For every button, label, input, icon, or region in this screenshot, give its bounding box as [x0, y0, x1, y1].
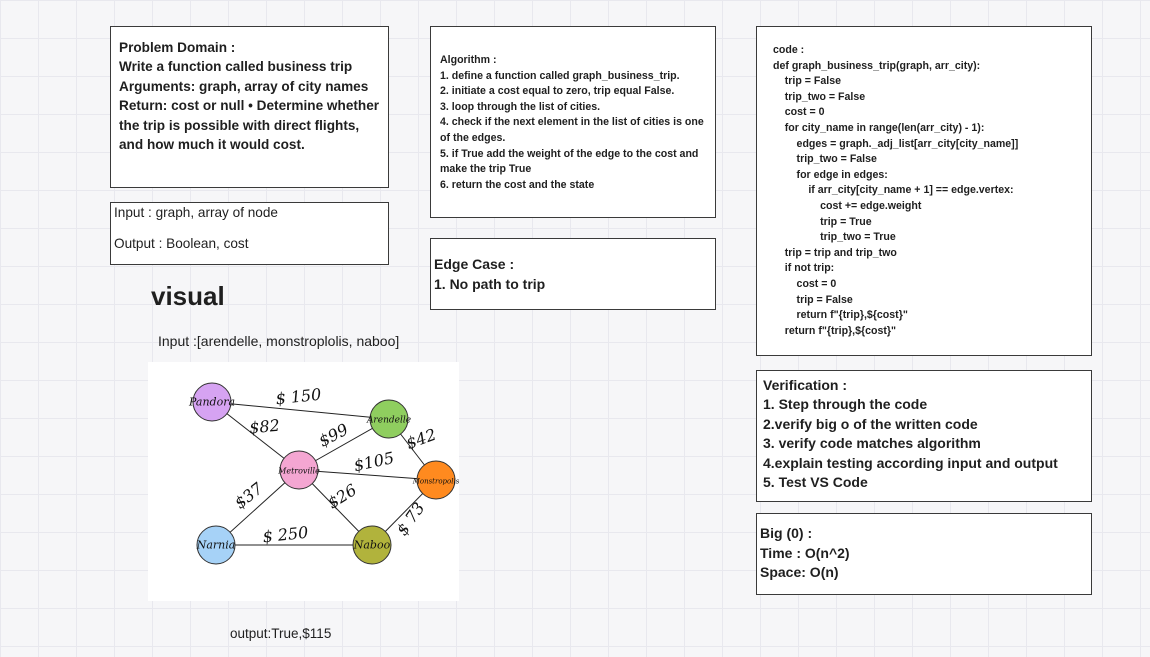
- edge-weight-label: $42: [404, 425, 439, 453]
- graph-drawing: $ 150 $82 $99 $42 $105 $37 $26 $ 73 $ 250 Pandor…: [148, 362, 459, 601]
- edge-weight-label: $99: [315, 420, 351, 451]
- verification-item: 2.verify big o of the written code: [763, 415, 978, 432]
- output-text: Output : Boolean, cost: [114, 236, 249, 251]
- code-line: cost += edge.weight: [773, 199, 922, 212]
- algorithm-heading: Algorithm :: [440, 54, 497, 66]
- graph-node-label: Monstropolis: [412, 478, 459, 486]
- code-line: trip_two = False: [773, 153, 877, 166]
- edge-weight-label: $82: [248, 416, 280, 438]
- big-o-heading: Big (0) :: [760, 525, 813, 541]
- edge-case-card: Edge Case : 1. No path to trip: [430, 238, 716, 310]
- code-line: trip_two = True: [773, 231, 896, 244]
- graph-node-arendelle: [369, 399, 409, 439]
- verification-item: 4.explain testing according input and ou…: [763, 454, 1058, 471]
- graph-node-label: Metroville: [277, 467, 320, 476]
- graph-svg: $ 150 $82 $99 $42 $105 $37 $26 $ 73 $ 250 Pandor…: [188, 382, 459, 565]
- edge-weight-label: $ 250: [262, 523, 310, 547]
- visual-output-caption: output:True,$115: [230, 626, 332, 641]
- algorithm-step: 2. initiate a cost equal to zero, trip e…: [440, 85, 675, 98]
- code-line: cost = 0: [773, 106, 825, 119]
- edge-weight-label: $105: [352, 448, 396, 475]
- algorithm-card: Algorithm : 1. define a function called …: [430, 26, 716, 218]
- algorithm-step: 1. define a function called graph_busine…: [440, 69, 680, 82]
- algorithm-step: 3. loop through the list of cities.: [440, 100, 601, 113]
- verification-card: Verification : 1. Step through the code …: [756, 370, 1092, 502]
- graph-edge-pandora-arendelle: [211, 401, 390, 420]
- graph-edge-metroville-monstropolis: [298, 469, 437, 481]
- code-line: return f"{trip},${cost}": [773, 309, 908, 322]
- input-output-card: Input : graph, array of node Output : Bo…: [110, 202, 389, 265]
- visual-input-caption: Input :[arendelle, monstroplolis, naboo]: [158, 333, 400, 349]
- input-text: Input : graph, array of node: [114, 205, 278, 220]
- graph-node-label: Pandora: [188, 396, 235, 409]
- code-card: code : def graph_business_trip(graph, ar…: [756, 26, 1092, 356]
- visual-heading: visual: [151, 281, 225, 311]
- graph-node-narnia: [196, 525, 236, 565]
- algorithm-step: 5. if True add the weight of the edge to…: [440, 147, 699, 176]
- code-line: edges = graph._adj_list[arr_city[city_na…: [773, 137, 1019, 150]
- code-line: trip = False: [773, 75, 842, 88]
- problem-domain-line: Write a function called business trip: [119, 59, 353, 75]
- code-line: cost = 0: [773, 277, 837, 290]
- space-complexity: Space: O(n): [760, 564, 839, 580]
- code-line: return f"{trip},${cost}": [773, 324, 897, 337]
- code-line: trip = False: [773, 293, 853, 306]
- verification-item: 3. verify code matches algorithm: [763, 435, 981, 452]
- edge-weight-label: $ 150: [275, 385, 323, 409]
- code-line: trip = trip and trip_two: [773, 246, 897, 259]
- graph-node-naboo: [352, 525, 392, 565]
- algorithm-step: 6. return the cost and the state: [440, 178, 595, 191]
- graph-node-label: Narnia: [196, 539, 236, 552]
- code-heading: code :: [773, 44, 805, 56]
- verification-item: 1. Step through the code: [763, 396, 928, 413]
- algorithm-step: 4. check if the next element in the list…: [440, 116, 704, 144]
- edge-weight-label: $26: [324, 480, 360, 512]
- problem-domain-heading: Problem Domain :: [119, 40, 236, 55]
- code-line: if arr_city[city_name + 1] == edge.verte…: [773, 184, 1014, 197]
- graph-node-label: Arendelle: [366, 416, 411, 426]
- edge-weight-label: $37: [231, 478, 267, 512]
- verification-heading: Verification :: [763, 377, 848, 393]
- graph-node-pandora: [192, 382, 232, 422]
- edge-case-heading: Edge Case :: [434, 256, 515, 272]
- code-line: if not trip:: [773, 262, 835, 275]
- code-line: for city_name in range(len(arr_city) - 1…: [773, 121, 985, 134]
- code-line: def graph_business_trip(graph, arr_city)…: [773, 59, 981, 72]
- time-complexity: Time : O(n^2): [760, 544, 850, 561]
- graph-node-label: Naboo: [353, 539, 391, 552]
- problem-domain-card: Problem Domain : Write a function called…: [110, 26, 389, 188]
- edge-weight-label: $ 73: [392, 499, 428, 539]
- code-line: trip_two = False: [773, 90, 866, 103]
- code-line: for edge in edges:: [773, 168, 888, 181]
- edge-case-item: 1. No path to trip: [434, 275, 546, 292]
- code-line: trip = True: [773, 215, 872, 228]
- verification-item: 5. Test VS Code: [763, 474, 868, 491]
- problem-domain-line: Arguments: graph, array of city names Re…: [119, 78, 380, 153]
- graph-node-monstropolis: [416, 460, 456, 500]
- big-o-card: Big (0) : Time : O(n^2) Space: O(n): [756, 513, 1092, 595]
- graph-node-metroville: [279, 450, 319, 490]
